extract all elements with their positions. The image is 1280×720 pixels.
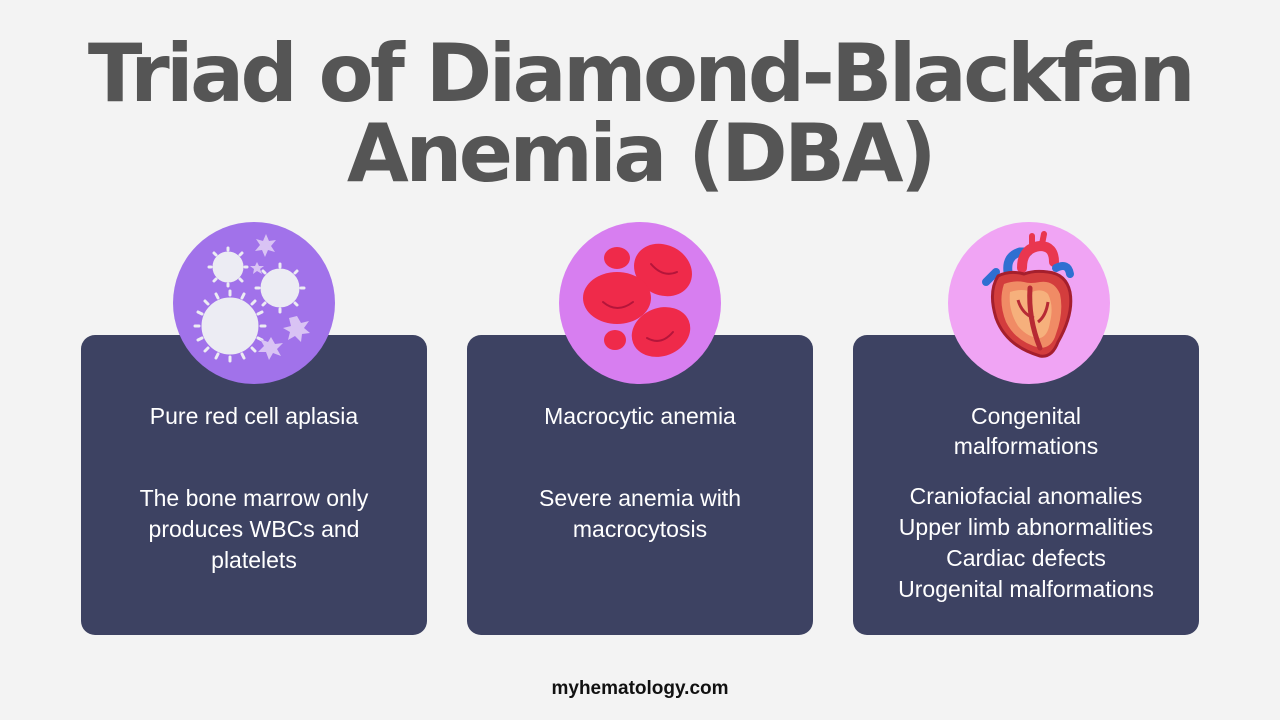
card-macrocytic-anemia: Macrocytic anemia Severe anemia with mac… [467,335,813,635]
card-heading: Pure red cell aplasia [149,403,359,429]
card-congenital-malformations: Congenital malformations Craniofacial an… [853,335,1199,635]
card-description: The bone marrow only produces WBCs and p… [101,483,407,576]
card-description: Craniofacial anomalies Upper limb abnorm… [873,481,1179,605]
title-line-1: Triad of Diamond-Blackfan [87,27,1196,120]
description-line: produces WBCs and [148,516,360,542]
description-line: Urogenital malformations [898,576,1154,602]
description-line: Upper limb abnormalities [898,514,1154,540]
description-line: Craniofacial anomalies [909,483,1143,509]
white-blood-cells-platelets-icon [173,222,335,384]
card-pure-red-cell-aplasia: Pure red cell aplasia The bone marrow on… [81,335,427,635]
page-title: Triad of Diamond-Blackfan Anemia (DBA) [0,34,1280,194]
description-line: macrocytosis [572,516,708,542]
title-line-2: Anemia (DBA) [346,107,937,200]
card-heading: Congenital malformations [953,403,1099,459]
description-line: Severe anemia with [539,485,741,511]
card-description: Severe anemia with macrocytosis [487,483,793,545]
description-line: Cardiac defects [946,545,1106,571]
description-line: platelets [211,547,297,573]
heart-icon [948,222,1110,384]
red-blood-cells-icon [559,222,721,384]
description-line: The bone marrow only [139,485,369,511]
footer-website: myhematology.com [551,678,729,699]
card-heading: Macrocytic anemia [544,403,736,429]
